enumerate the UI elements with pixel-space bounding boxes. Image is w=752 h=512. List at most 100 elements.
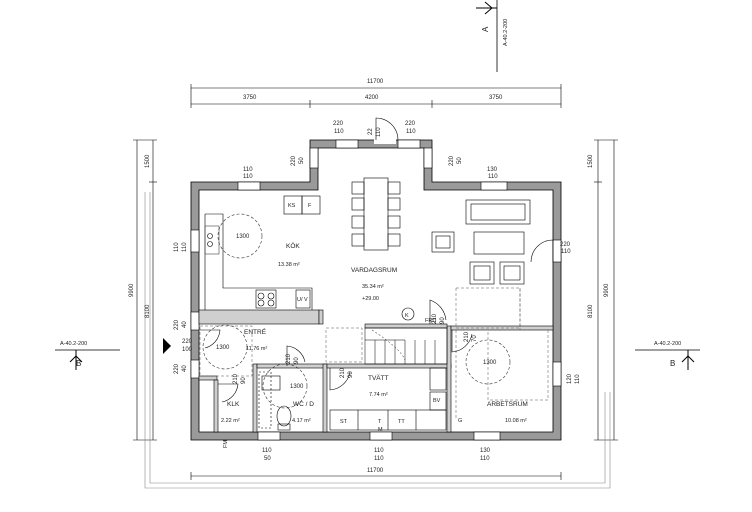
room-wc-area: 4.17 m² xyxy=(292,418,311,424)
opening-tag: 110 xyxy=(575,374,581,384)
opening-tag: 210 xyxy=(233,373,239,384)
opening-tag: 110 xyxy=(406,129,416,135)
dim-top-seg-3: 3750 xyxy=(489,95,503,101)
room-kok-area: 13.38 m² xyxy=(278,262,300,268)
opening-tag: 220 xyxy=(449,155,455,166)
fixture-tt: TT xyxy=(398,419,405,425)
room-klk-area: 2.22 m² xyxy=(221,418,240,424)
opening-tag: 70 xyxy=(472,335,478,342)
opening-tag: 220 xyxy=(560,242,571,248)
dim-right-seg-1: 1500 xyxy=(588,154,594,168)
opening-tag: 220 xyxy=(405,121,416,127)
opening-tag: 90 xyxy=(348,371,354,378)
fixture-m: M xyxy=(378,427,383,433)
opening-tag: 110 xyxy=(561,249,571,255)
section-b-left-letter: B xyxy=(76,359,81,368)
fixture-g: G xyxy=(458,418,462,424)
opening-tag: 90 xyxy=(294,357,300,364)
kitchen-counter xyxy=(204,195,321,310)
dim-left-seg-1: 1500 xyxy=(145,154,151,168)
turning-circles xyxy=(202,213,511,409)
room-entre-area: 11.76 m² xyxy=(246,346,267,352)
dim-top-overall: 11700 xyxy=(367,79,384,85)
fixture-fm: FM xyxy=(223,440,229,448)
opening-tag: 110 xyxy=(182,242,188,252)
room-arbetsrum-name: ARBETSRUM xyxy=(487,401,528,408)
room-arbetsrum-area: 10.08 m² xyxy=(505,418,527,424)
laundry-fixtures xyxy=(329,367,447,431)
living-room-furniture xyxy=(431,199,531,285)
room-entre-name: ENTRÉ xyxy=(244,327,267,336)
opening-tag: 130 xyxy=(487,167,498,173)
opening-tag: 50 xyxy=(264,456,271,462)
room-klk-name: KLK xyxy=(227,401,240,408)
dim-top-seg-1: 3750 xyxy=(243,95,257,101)
opening-tag: 220 xyxy=(333,121,344,127)
opening-tag: 110 xyxy=(243,167,253,173)
dim-top-seg-2: 4200 xyxy=(365,95,379,101)
room-tvatt-area: 7.74 m² xyxy=(369,392,388,398)
section-mark-b-right xyxy=(635,349,700,370)
fixture-k: K xyxy=(405,313,409,319)
dim-left-seg-2: 8100 xyxy=(145,304,151,318)
dim-left-outer: 9900 xyxy=(129,283,135,297)
opening-tag: 40 xyxy=(182,321,188,328)
room-vardagsrum-name: VARDAGSRUM xyxy=(351,267,397,274)
room-wc-name: WC / D xyxy=(293,401,314,408)
opening-tags: 220 110 22 110 220 110 220 50 220 50 110… xyxy=(174,121,581,462)
opening-tag: 110 xyxy=(243,174,253,180)
room-vardagsrum-area: 35.34 m² xyxy=(362,284,384,290)
section-b-right-letter: B xyxy=(670,359,675,368)
section-a-letter: A xyxy=(481,26,490,32)
opening-tag: 90 xyxy=(440,317,446,324)
dim-bottom-overall: 11700 xyxy=(367,468,384,474)
section-a-ref: A-40.2-200 xyxy=(503,19,509,46)
fixture-ks: KS xyxy=(288,203,296,209)
turning-circle-kok: 1300 xyxy=(236,234,250,240)
room-vardagsrum-level: +29.00 xyxy=(362,296,379,302)
dim-right-outer: 9900 xyxy=(604,283,610,297)
opening-tag: 90 xyxy=(241,377,247,384)
opening-tag: 110 xyxy=(334,129,344,135)
staircase xyxy=(364,327,448,365)
window-openings xyxy=(190,139,562,441)
opening-tag: 50 xyxy=(457,157,463,164)
opening-tag: 220 xyxy=(174,319,180,330)
opening-tag: 110 xyxy=(374,448,384,454)
opening-tag: 110 xyxy=(376,127,382,137)
interior-doors xyxy=(200,239,554,403)
fixture-uv: U/ V xyxy=(297,297,308,303)
opening-tag: 120 xyxy=(567,373,573,384)
opening-tag: 40 xyxy=(182,365,188,372)
opening-tag: 50 xyxy=(299,157,305,164)
fixture-t: T xyxy=(378,419,382,425)
dining-table xyxy=(351,177,401,251)
opening-tag: 100 xyxy=(182,347,193,353)
opening-tag: 110 xyxy=(174,242,180,252)
main-entrance-door xyxy=(374,117,399,144)
fixture-f: F xyxy=(308,203,312,209)
bathroom-fixtures xyxy=(258,371,292,431)
fixture-frd: FRD xyxy=(425,318,436,324)
turning-circle-arbetsrum: 1300 xyxy=(483,360,497,366)
fixture-st: ST xyxy=(340,419,348,425)
section-b-right-ref: A-40.2-200 xyxy=(654,341,681,347)
opening-tag: 210 xyxy=(464,331,470,342)
opening-tag: 110 xyxy=(488,174,498,180)
opening-tag: 220 xyxy=(182,339,193,345)
turning-circle-wc: 1300 xyxy=(290,384,304,390)
opening-tag: 110 xyxy=(374,456,384,462)
opening-tag: 22 xyxy=(368,128,374,135)
fixture-bv: BV xyxy=(433,398,441,404)
opening-tag: 130 xyxy=(480,448,491,454)
room-tvatt-name: TVÄTT xyxy=(368,374,389,382)
dashed-zones xyxy=(199,287,549,420)
opening-tag: 110 xyxy=(262,448,272,454)
room-kok-name: KÖK xyxy=(286,242,300,250)
opening-tag: 210 xyxy=(286,353,292,364)
opening-tag: 210 xyxy=(340,367,346,378)
section-mark-a xyxy=(476,0,498,72)
dimension-lines xyxy=(133,84,618,489)
opening-tag: 110 xyxy=(480,456,490,462)
